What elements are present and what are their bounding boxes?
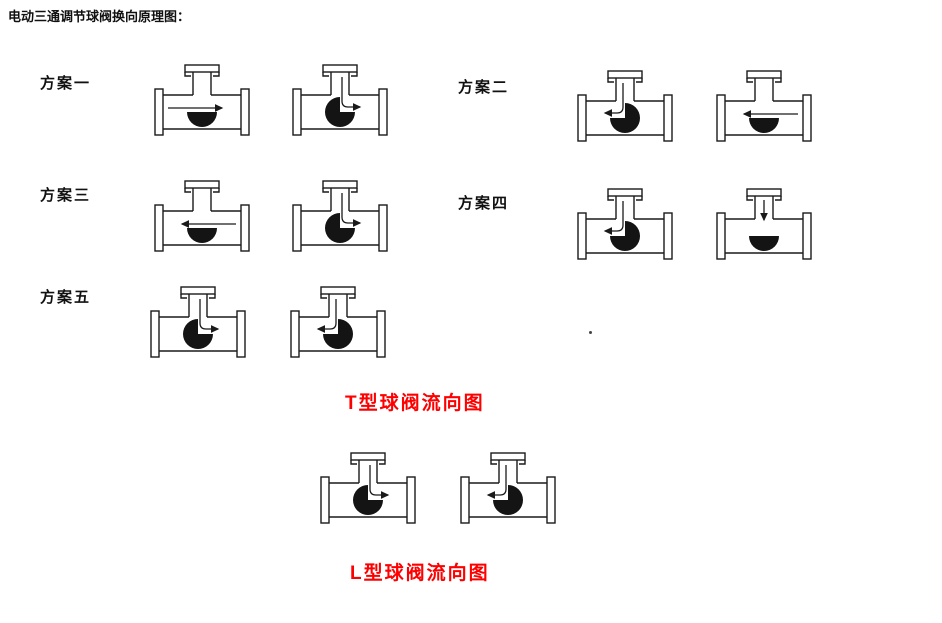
scheme-2-valve-2 bbox=[714, 68, 814, 148]
scheme-4-valve-2 bbox=[714, 186, 814, 266]
l-type-valve-1 bbox=[318, 450, 418, 530]
scheme-3-label: 方案三 bbox=[40, 187, 92, 204]
scheme-5-valve-1 bbox=[148, 284, 248, 364]
scheme-1-valve-1 bbox=[152, 62, 252, 142]
scheme-2-label: 方案二 bbox=[458, 79, 510, 96]
scheme-1-label: 方案一 bbox=[40, 75, 92, 92]
l-type-valve-2 bbox=[458, 450, 558, 530]
three-way-valve-drawing bbox=[716, 188, 812, 260]
three-way-valve-drawing bbox=[577, 70, 673, 142]
three-way-valve-drawing bbox=[154, 64, 250, 136]
three-way-valve-drawing bbox=[577, 188, 673, 260]
scheme-4-valve-1 bbox=[575, 186, 675, 266]
three-way-valve-drawing bbox=[716, 70, 812, 142]
scheme-3-valve-1 bbox=[152, 178, 252, 258]
three-way-valve-drawing bbox=[292, 64, 388, 136]
three-way-valve-drawing bbox=[290, 286, 386, 358]
scheme-5-label: 方案五 bbox=[40, 289, 92, 306]
stray-dot bbox=[589, 331, 592, 334]
scheme-1-valve-2 bbox=[290, 62, 390, 142]
three-way-valve-drawing bbox=[320, 452, 416, 524]
t-type-caption: T型球阀流向图 bbox=[345, 393, 485, 414]
page-title: 电动三通调节球阀换向原理图： bbox=[8, 9, 191, 24]
three-way-valve-drawing bbox=[154, 180, 250, 252]
three-way-valve-drawing bbox=[460, 452, 556, 524]
scheme-4-label: 方案四 bbox=[458, 195, 510, 212]
three-way-valve-drawing bbox=[150, 286, 246, 358]
l-type-caption: L型球阀流向图 bbox=[350, 563, 490, 584]
scheme-5-valve-2 bbox=[288, 284, 388, 364]
scheme-3-valve-2 bbox=[290, 178, 390, 258]
scheme-2-valve-1 bbox=[575, 68, 675, 148]
three-way-valve-drawing bbox=[292, 180, 388, 252]
